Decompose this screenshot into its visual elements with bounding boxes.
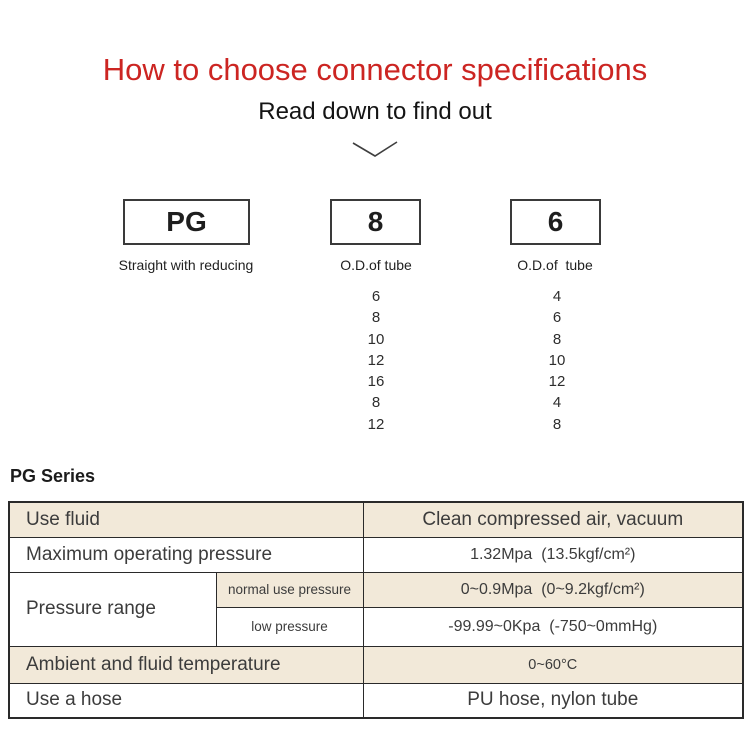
table-row: Ambient and fluid temperature 0~60°C: [8, 645, 744, 684]
spec-value-low-pressure: -99.99~0Kpa (-750~0mmHg): [362, 606, 744, 647]
option-value: 12: [367, 415, 385, 433]
caption-od-of-tube-1: O.D.of tube: [340, 257, 412, 273]
spec-value-use-fluid: Clean compressed air, vacuum: [362, 501, 744, 538]
code-box-pg-label: PG: [166, 206, 207, 237]
spec-label-max-operating-pressure: Maximum operating pressure: [8, 536, 364, 573]
series-heading: PG Series: [10, 466, 96, 486]
option-value: 12: [367, 351, 385, 369]
spec-table: Use fluid Clean compressed air, vacuum M…: [8, 501, 745, 719]
spec-label-ambient-fluid-temperature: Ambient and fluid temperature: [8, 645, 364, 684]
spec-value-max-operating-pressure: 1.32Mpa (13.5kgf/cm²): [362, 536, 744, 573]
option-value: 8: [371, 394, 381, 412]
code-box-tube-od-1-label: 8: [367, 206, 384, 237]
spec-label-pressure-range: Pressure range: [8, 571, 217, 647]
option-value: 10: [548, 351, 566, 369]
option-value: 8: [552, 415, 562, 433]
option-value: 10: [367, 330, 385, 348]
code-box-tube-od-1: 8: [330, 199, 421, 245]
chevron-down-icon: [350, 137, 400, 166]
spec-value-normal-use-pressure: 0~0.9Mpa (0~9.2kgf/cm²): [362, 571, 744, 608]
spec-label-use-a-hose: Use a hose: [8, 682, 364, 719]
table-row: low pressure -99.99~0Kpa (-750~0mmHg): [9, 606, 744, 647]
table-row: Maximum operating pressure 1.32Mpa (13.5…: [8, 536, 744, 573]
option-value: 4: [552, 288, 562, 305]
tube-od-options-column-2: 4 6 8 10 12 4 8: [482, 286, 632, 435]
spec-sublabel-low-pressure: low pressure: [215, 606, 364, 647]
table-row: Use fluid Clean compressed air, vacuum: [8, 501, 744, 538]
spec-sublabel-normal-use-pressure: normal use pressure: [215, 571, 364, 608]
spec-label-use-fluid: Use fluid: [8, 501, 364, 538]
page-title: How to choose connector specifications: [102, 52, 648, 87]
code-box-tube-od-2: 6: [510, 199, 601, 245]
option-value: 16: [367, 373, 385, 391]
code-box-pg: PG: [123, 199, 250, 245]
tube-od-options-column-1: 6 8 10 12 16 8 12: [301, 286, 451, 435]
option-value: 6: [371, 288, 381, 305]
option-value: 4: [552, 394, 562, 412]
spec-value-ambient-fluid-temperature: 0~60°C: [362, 645, 744, 684]
caption-straight-with-reducing: Straight with reducing: [118, 257, 254, 273]
option-value: 8: [552, 330, 562, 348]
option-value: 12: [548, 373, 566, 391]
caption-od-of-tube-2: O.D.of tube: [517, 257, 593, 273]
table-row: Pressure range normal use pressure 0~0.9…: [8, 571, 744, 647]
code-box-tube-od-2-label: 6: [547, 206, 564, 237]
table-row: Use a hose PU hose, nylon tube: [8, 682, 744, 719]
option-value: 8: [371, 309, 381, 327]
page-subtitle: Read down to find out: [258, 98, 492, 125]
spec-value-use-a-hose: PU hose, nylon tube: [362, 682, 744, 719]
option-value: 6: [552, 309, 562, 327]
